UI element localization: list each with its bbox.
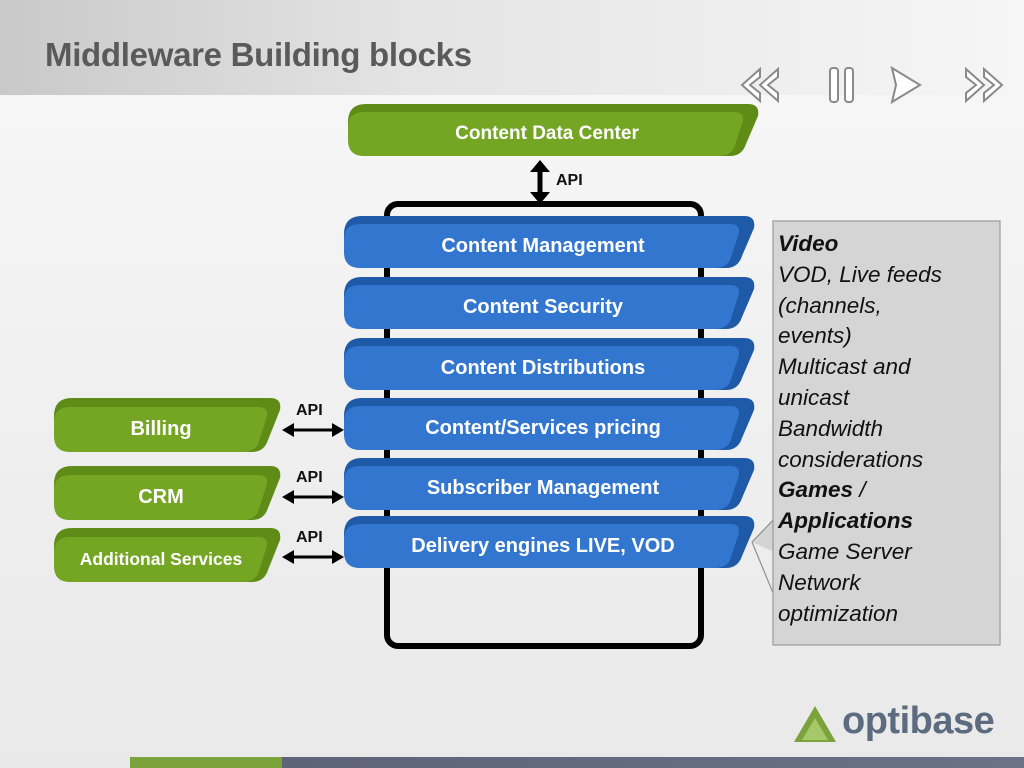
top-api-label: API <box>556 172 583 189</box>
info-video-line: VOD, Live feeds <box>778 261 942 287</box>
rewind-icon[interactable] <box>736 62 784 108</box>
stack-block-5: Subscriber Management <box>344 458 756 510</box>
slide-title: Middleware Building blocks <box>45 36 472 73</box>
info-games-heading: Games / <box>778 475 998 506</box>
info-video-lines: VOD, Live feeds (channels, events) Multicas… <box>778 260 998 476</box>
side-api-arrow <box>282 423 344 437</box>
stack-block-2: Content Security <box>344 277 756 329</box>
content-data-center-block: Content Data Center <box>348 104 760 156</box>
info-games-title: Games <box>778 477 854 503</box>
info-video-heading: Video <box>778 231 839 256</box>
info-video-line: considerations <box>778 446 924 472</box>
info-video-line: (channels, <box>778 292 882 318</box>
fast-forward-icon[interactable] <box>960 62 1008 108</box>
info-video-line: events) <box>778 323 852 349</box>
side-api-label: API <box>296 402 323 419</box>
stack-block-label: Subscriber Management <box>426 477 660 499</box>
stack-block-4: Content/Services pricing <box>344 398 756 450</box>
stack-block-label: Content Management <box>441 235 645 257</box>
info-video-line: unicast <box>778 384 850 410</box>
side-api-label: API <box>296 529 323 546</box>
bottom-bar <box>130 757 1024 768</box>
side-api-arrow <box>282 550 344 564</box>
info-games-separator: / <box>853 477 866 503</box>
stack-block-label: Content Security <box>462 296 624 318</box>
info-applications-heading: Applications <box>778 508 914 534</box>
pause-icon[interactable] <box>818 62 866 108</box>
logo-triangle-icon <box>794 706 836 742</box>
stack-block-label: Content Distributions <box>440 357 646 379</box>
info-games-line: Network <box>778 569 861 595</box>
stack-block-1: Content Management <box>344 216 756 268</box>
stack-block-label: Content/Services pricing <box>425 417 661 439</box>
logo-text: optibase <box>842 700 995 742</box>
side-block-label: CRM <box>138 486 184 508</box>
side-block-2: CRM <box>54 466 282 520</box>
top-api-arrow <box>530 160 550 204</box>
stack-block-3: Content Distributions <box>344 338 756 390</box>
info-games-line: Game Server <box>778 538 912 564</box>
side-api-label: API <box>296 469 323 486</box>
side-block-label: Additional Services <box>79 549 243 569</box>
info-video-line: Bandwidth <box>778 415 884 441</box>
side-block-1: Billing <box>54 398 282 452</box>
side-block-label: Billing <box>130 418 192 440</box>
play-icon[interactable] <box>882 62 930 108</box>
optibase-logo: optibase <box>792 700 997 750</box>
stack-block-6: Delivery engines LIVE, VOD <box>344 516 756 568</box>
info-box: Video VOD, Live feeds (channels, events) Mu… <box>778 229 998 629</box>
side-block-3: Additional Services <box>54 528 282 582</box>
info-video-line: Multicast and <box>778 354 911 380</box>
info-games-line: optimization <box>778 600 899 626</box>
stack-block-label: Delivery engines LIVE, VOD <box>411 535 675 557</box>
content-data-center-label: Content Data Center <box>455 123 639 144</box>
side-api-arrow <box>282 490 344 504</box>
